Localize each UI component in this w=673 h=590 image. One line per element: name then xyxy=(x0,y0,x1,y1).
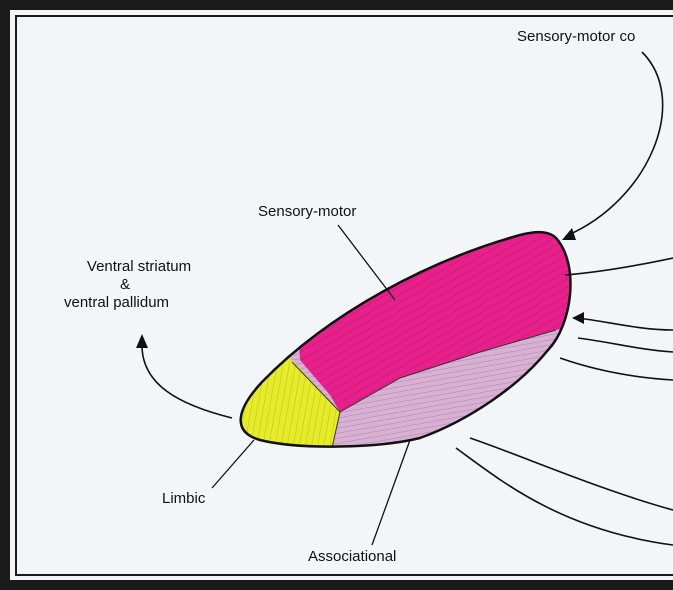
ventral-line-2: & xyxy=(64,276,214,294)
associational-label: Associational xyxy=(308,548,396,566)
ventral-line-3: ventral pallidum xyxy=(64,294,214,312)
sensory-motor-label: Sensory-motor xyxy=(258,203,356,221)
ventral-line-1: Ventral striatum xyxy=(64,258,214,276)
ventral-striatum-label: Ventral striatum & ventral pallidum xyxy=(64,258,214,312)
limbic-label: Limbic xyxy=(162,490,205,508)
sensory-motor-cortex-label: Sensory-motor co xyxy=(517,28,635,46)
